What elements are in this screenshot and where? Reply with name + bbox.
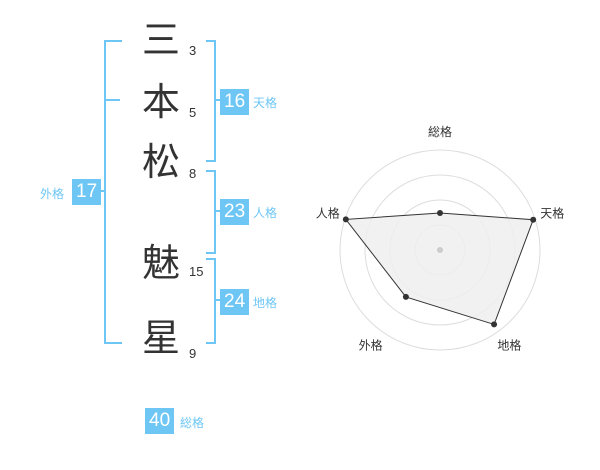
tenkaku-label: 天格 [253, 96, 278, 110]
radar-axis-label-2: 天格 [540, 206, 564, 221]
gaikaku-bracket [104, 40, 122, 344]
radar-grid-ring-4 [339, 149, 541, 351]
radar-axis-label-4: 外格 [359, 337, 383, 352]
radar-series-area [344, 212, 534, 326]
chikaku-bracket [206, 258, 216, 344]
soukaku-value-badge: 40 [145, 408, 175, 434]
radar-axis-label-3: 地格 [497, 337, 521, 352]
name-char-2: 本 [141, 80, 180, 124]
radar-axis-label-5: 人格 [316, 206, 340, 221]
name-char-1: 三 [141, 18, 180, 62]
jinkaku-label: 人格 [253, 206, 278, 220]
radar-point-2 [530, 216, 537, 223]
radar-point-4 [402, 293, 409, 300]
gaikaku-label: 外格 [40, 187, 65, 201]
jinkaku-bracket [206, 170, 216, 254]
jinkaku-value-badge: 23 [220, 199, 250, 225]
radar-point-5 [342, 216, 349, 223]
radar-axis-label-1: 総格 [428, 124, 452, 139]
stroke-count-4: 15 [189, 264, 204, 279]
name-char-3: 松 [141, 140, 180, 184]
chikaku-bracket-tick [214, 299, 220, 301]
chikaku-value-badge: 24 [220, 289, 250, 315]
tenkaku-bracket-tick [214, 99, 220, 101]
radar-center-dot [437, 247, 443, 253]
stroke-count-5: 9 [189, 346, 197, 361]
stroke-count-3: 8 [189, 166, 197, 181]
gaikaku-value-badge: 17 [72, 179, 102, 205]
name-char-5: 星 [141, 316, 180, 360]
stroke-count-2: 5 [189, 105, 197, 120]
chikaku-label: 地格 [253, 296, 278, 310]
jinkaku-bracket-tick [214, 210, 220, 212]
tenkaku-value-badge: 16 [220, 89, 250, 115]
stroke-count-1: 3 [189, 43, 197, 58]
gaikaku-bracket-mid-tick [106, 99, 120, 101]
name-char-4: 魅 [141, 241, 180, 285]
soukaku-label: 総格 [180, 416, 205, 430]
radar-point-3 [491, 321, 498, 328]
tenkaku-bracket [206, 40, 216, 162]
radar-point-1 [437, 210, 443, 216]
